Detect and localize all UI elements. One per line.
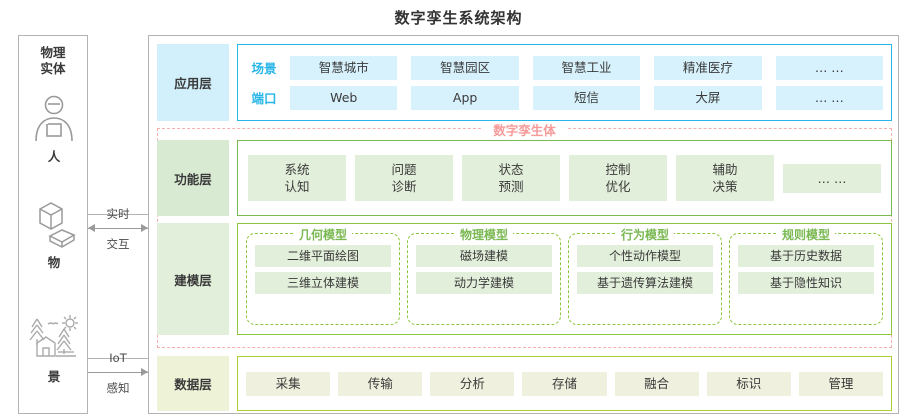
architecture-layers-panel: 数字孪生体 应用层 场景 智慧城市 智慧园区 智慧工业 精准医疗 … … 端口 …: [148, 35, 899, 414]
data-cell[interactable]: 管理: [798, 371, 883, 396]
function-cell-line2: 优化: [605, 179, 631, 194]
objects-icon: [19, 199, 89, 251]
function-cell-line2: 认知: [284, 179, 310, 194]
modeling-cell[interactable]: 二维平面绘图: [255, 245, 391, 267]
function-cell[interactable]: 系统 认知: [248, 155, 346, 201]
connector-hairline-top: [88, 214, 148, 215]
physical-entity-title: 物理 实体: [19, 36, 87, 77]
function-cell-line2: 诊断: [391, 179, 417, 194]
data-cell[interactable]: 传输: [338, 371, 423, 396]
application-scene-cell[interactable]: … …: [775, 55, 884, 80]
application-scene-row: 场景 智慧城市 智慧园区 智慧工业 精准医疗 … …: [246, 55, 884, 80]
modeling-cell[interactable]: 基于历史数据: [738, 245, 874, 267]
modeling-group-geometry: 几何模型 二维平面绘图 三维立体建模: [246, 226, 400, 325]
layer-data-label: 数据层: [157, 356, 229, 411]
application-scene-cell[interactable]: 智慧园区: [411, 55, 519, 80]
application-scene-cell[interactable]: 精准医疗: [654, 55, 762, 80]
function-cell[interactable]: 控制 优化: [569, 155, 667, 201]
modeling-group-physics: 物理模型 磁场建模 动力学建模: [407, 226, 561, 325]
data-cell[interactable]: 融合: [614, 371, 699, 396]
connector-realtime-top-label: 实时: [106, 207, 130, 221]
modeling-group-title: 物理模型: [454, 226, 514, 243]
function-cell-line2: 决策: [712, 179, 738, 194]
connector-iot-bottom-label: 感知: [106, 381, 130, 395]
layer-application-label: 应用层: [157, 44, 229, 121]
data-cell[interactable]: 存储: [522, 371, 607, 396]
landscape-icon: [19, 313, 89, 365]
physical-entity-panel: 物理 实体 人: [18, 35, 88, 414]
modeling-group-title: 规则模型: [776, 226, 836, 243]
digital-twin-container-title: 数字孪生体: [481, 120, 568, 139]
person-icon: [19, 93, 89, 145]
modeling-cell[interactable]: 动力学建模: [416, 272, 552, 294]
physical-entity-person: 人: [19, 93, 89, 165]
connector-realtime-interaction: 实时 交互: [88, 204, 148, 254]
application-port-cell[interactable]: 短信: [532, 85, 641, 110]
layer-application-body: 场景 智慧城市 智慧园区 智慧工业 精准医疗 … … 端口 Web App 短信…: [237, 44, 892, 121]
physical-title-line2: 实体: [40, 61, 66, 76]
data-cell[interactable]: 标识: [706, 371, 791, 396]
layer-function: 功能层 系统 认知 问题 诊断 状态 预测 控制 优化: [157, 140, 892, 216]
modeling-cell[interactable]: 磁场建模: [416, 245, 552, 267]
application-port-cell[interactable]: Web: [290, 85, 398, 110]
application-scene-tag: 场景: [251, 61, 277, 76]
layer-modeling-label: 建模层: [157, 223, 229, 335]
physical-entity-landscape-label: 景: [47, 369, 61, 384]
application-port-tag: 端口: [251, 91, 277, 106]
physical-entity-objects-label: 物: [47, 255, 61, 270]
function-cell-line1: 状态: [498, 162, 524, 177]
layer-data: 数据层 采集 传输 分析 存储 融合 标识 管理: [157, 356, 892, 411]
function-cell[interactable]: 辅助 决策: [676, 155, 774, 201]
function-cell-line1: … …: [817, 170, 847, 186]
function-cell[interactable]: 状态 预测: [462, 155, 560, 201]
page-title: 数字孪生系统架构: [394, 9, 523, 27]
physical-entity-landscape: 景: [19, 313, 89, 385]
application-port-row: 端口 Web App 短信 大屏 … …: [246, 85, 884, 110]
layer-data-body: 采集 传输 分析 存储 融合 标识 管理: [237, 356, 892, 411]
connector-iot-perception: IoT 感知: [88, 348, 148, 398]
application-port-cell[interactable]: … …: [775, 85, 884, 110]
application-port-cell[interactable]: App: [411, 85, 519, 110]
data-cell[interactable]: 采集: [246, 371, 331, 396]
function-cell[interactable]: … …: [783, 163, 881, 193]
application-port-cell[interactable]: 大屏: [654, 85, 762, 110]
bidirectional-arrow-icon: [88, 224, 148, 234]
modeling-group-title: 几何模型: [293, 226, 353, 243]
application-scene-cell[interactable]: 智慧城市: [290, 55, 398, 80]
modeling-cell[interactable]: 基于隐性知识: [738, 272, 874, 294]
architecture-diagram: 物理 实体 人: [0, 30, 917, 419]
function-cell[interactable]: 问题 诊断: [355, 155, 453, 201]
modeling-group-rules: 规则模型 基于历史数据 基于隐性知识: [729, 226, 883, 325]
data-cell[interactable]: 分析: [430, 371, 515, 396]
right-arrow-icon: [88, 368, 148, 378]
connector-iot-top-label: IoT: [109, 351, 127, 365]
modeling-cell[interactable]: 基于遗传算法建模: [577, 272, 713, 294]
physical-entity-objects: 物: [19, 199, 89, 271]
application-scene-cell[interactable]: 智慧工业: [532, 55, 641, 80]
function-cell-line2: 预测: [498, 179, 524, 194]
physical-title-line1: 物理: [40, 45, 66, 60]
layer-function-body: 系统 认知 问题 诊断 状态 预测 控制 优化 辅助 决策: [237, 140, 892, 216]
layer-application: 应用层 场景 智慧城市 智慧园区 智慧工业 精准医疗 … … 端口 Web Ap…: [157, 44, 892, 121]
modeling-cell[interactable]: 个性动作模型: [577, 245, 713, 267]
function-cell-line1: 控制: [605, 162, 631, 177]
modeling-cell[interactable]: 三维立体建模: [255, 272, 391, 294]
modeling-group-behavior: 行为模型 个性动作模型 基于遗传算法建模: [568, 226, 722, 325]
layer-modeling: 建模层 几何模型 二维平面绘图 三维立体建模 物理模型 磁场建模 动力学建模 行…: [157, 223, 892, 335]
function-cell-line1: 系统: [284, 162, 310, 177]
layer-modeling-body: 几何模型 二维平面绘图 三维立体建模 物理模型 磁场建模 动力学建模 行为模型 …: [237, 223, 892, 335]
function-cell-line1: 问题: [391, 162, 417, 177]
layer-function-label: 功能层: [157, 140, 229, 216]
function-cell-line1: 辅助: [712, 162, 738, 177]
physical-entity-person-label: 人: [47, 149, 61, 164]
connector-hairline-bottom: [88, 358, 148, 359]
modeling-group-title: 行为模型: [615, 226, 675, 243]
connector-realtime-bottom-label: 交互: [106, 237, 130, 251]
